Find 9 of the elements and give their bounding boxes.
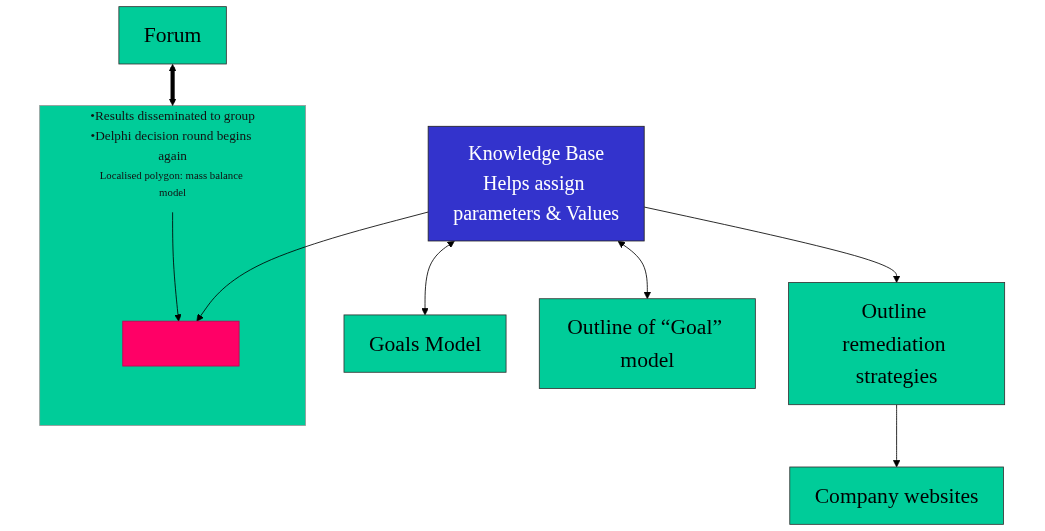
arrow: [169, 64, 177, 106]
node-box: Knowledge Base Helps assign parameters & Values: [428, 125, 645, 242]
node-box: Outline of “Goal” model: [539, 298, 757, 389]
node-box: Outline remediation strategies: [788, 282, 1006, 406]
node-box: Forum: [118, 6, 228, 65]
node-text: Localised polygon: mass balance model: [100, 169, 244, 198]
node-box: Goals Model: [343, 314, 507, 373]
node-box: [122, 320, 240, 367]
node-box: Company websites: [789, 466, 1005, 525]
